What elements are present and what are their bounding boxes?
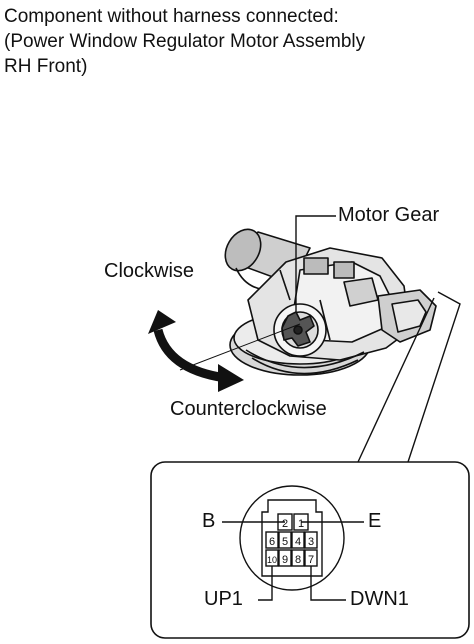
pin-5: 5 xyxy=(282,536,288,548)
terminal-b-label: B xyxy=(202,510,216,532)
connector-face xyxy=(239,485,345,591)
pin-4: 4 xyxy=(295,536,301,548)
terminal-e-label: E xyxy=(368,510,382,532)
terminal-dwn1-label: DWN1 xyxy=(350,588,409,610)
caption-line-3: RH Front) xyxy=(4,56,88,77)
motor-assembly-drawing xyxy=(224,228,437,376)
caption: Component without harness connected: (Po… xyxy=(4,4,365,79)
caption-line-2: (Power Window Regulator Motor Assembly xyxy=(4,31,366,52)
pin-3: 3 xyxy=(308,536,314,548)
pin-8: 8 xyxy=(295,554,301,566)
rotation-axis-line xyxy=(179,323,301,371)
pin-2: 2 xyxy=(282,518,288,530)
clockwise-label: Clockwise xyxy=(104,260,195,282)
caption-line-1: Component without harness connected: xyxy=(4,6,339,27)
rotation-double-arrow xyxy=(148,310,244,392)
terminal-leader-lines xyxy=(222,521,364,601)
counterclockwise-label: Counterclockwise xyxy=(170,398,327,420)
terminal-up1-label: UP1 xyxy=(204,588,243,610)
callout-line-right xyxy=(407,291,461,463)
callout-line-left xyxy=(357,297,435,463)
pin-1: 1 xyxy=(298,518,304,530)
pin-6: 6 xyxy=(269,536,275,548)
motor-gear-label: Motor Gear xyxy=(338,204,440,226)
pin-7: 7 xyxy=(308,554,314,566)
connector-pin-numbers: 2 1 6 5 4 3 10 9 8 7 xyxy=(267,518,314,566)
motor-gear-leader-line xyxy=(295,215,336,312)
pin-9: 9 xyxy=(282,554,288,566)
pin-10: 10 xyxy=(267,555,277,565)
